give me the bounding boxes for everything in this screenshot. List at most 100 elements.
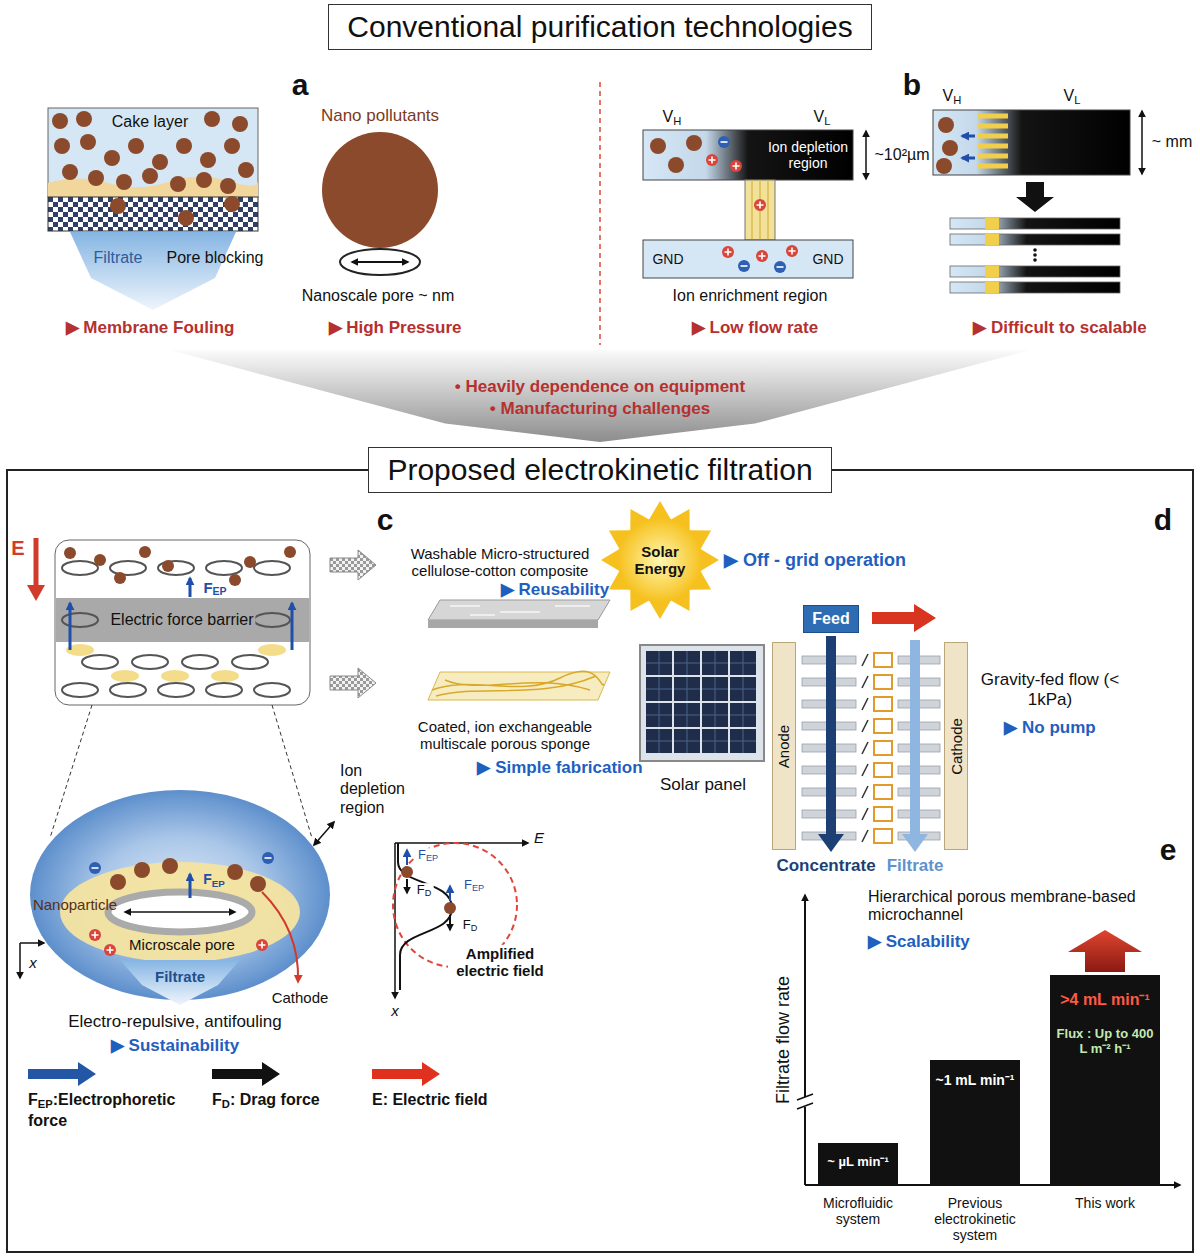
subscript-run: EP	[212, 878, 225, 889]
subscript-run: D	[471, 923, 478, 933]
subscript-run: L	[824, 115, 830, 127]
legend-item: FD: Drag force	[212, 1062, 337, 1111]
node-text: Anode	[776, 724, 793, 767]
text-label: FD	[415, 883, 434, 899]
benefit-note: ▶ Simple fabrication	[477, 758, 642, 778]
text-run: F	[28, 1091, 38, 1108]
node-text: Conventional purification technologies	[347, 10, 852, 44]
cathode-electrode: Cathode	[944, 642, 968, 850]
subscript-run: EP	[426, 853, 438, 863]
text-run: V	[1064, 87, 1075, 104]
legend-text: E: Electric field	[372, 1090, 512, 1109]
text-label: ~ mm	[1152, 133, 1192, 151]
text-label: VH	[663, 108, 682, 128]
text-label: Solar panel	[660, 775, 746, 795]
text-label: Filtrate flow rate	[773, 976, 794, 1104]
text-run: F	[417, 882, 425, 897]
text-label: Coated, ion exchangeable multiscale poro…	[405, 718, 605, 753]
text-run: :Electrophoretic force	[28, 1091, 175, 1129]
text-label: FEP	[416, 848, 440, 864]
text-label: Cathode	[272, 989, 329, 1006]
challenge-band: • Heavily dependence on equipment• Manuf…	[170, 350, 1030, 442]
text-label: Nano pollutants	[321, 106, 439, 126]
legend-arrow-swatch	[212, 1062, 282, 1086]
text-label: Electro-repulsive, antifouling	[68, 1012, 282, 1032]
text-label: Ion depletion region	[762, 139, 854, 171]
sun-rays	[601, 501, 719, 619]
text-label: Nanoparticle	[33, 896, 117, 913]
text-label: E	[11, 537, 24, 560]
text-label: GND	[652, 251, 683, 267]
text-label: Filtrate	[155, 968, 205, 985]
panel-letter: e	[1160, 833, 1177, 868]
text-label: FEP	[462, 878, 486, 894]
legend-item: E: Electric field	[372, 1062, 512, 1109]
text-label: VL	[1064, 87, 1081, 107]
benefit-note: ▶ Sustainability	[111, 1036, 239, 1056]
text-label: Hierarchical porous membrane-based micro…	[868, 888, 1168, 925]
text-run: V	[814, 108, 825, 125]
text-label: VL	[814, 108, 831, 128]
text-label: Gravity-fed flow (< 1kPa)	[975, 670, 1125, 709]
node-text: Solar Energy	[625, 543, 695, 577]
legend-arrow	[28, 1062, 96, 1086]
band-fill	[170, 350, 1030, 442]
text-label: FEP	[203, 579, 226, 598]
legend-text: FD: Drag force	[212, 1090, 337, 1111]
text-label: Filtrate	[887, 856, 944, 876]
text-label: ~1 mL min⁻¹	[935, 1072, 1014, 1088]
text-run: V	[663, 108, 674, 125]
subscript-run: D	[222, 1098, 230, 1110]
subscript-run: EP	[213, 585, 227, 597]
text-label: Washable Micro-structured cellulose-cott…	[403, 545, 598, 580]
text-run: F	[463, 917, 471, 932]
text-label: ~ µL min⁻¹	[827, 1155, 888, 1170]
text-label: Microfluidic system	[813, 1195, 903, 1227]
drawback-note: ▶ Membrane Fouling	[66, 318, 235, 338]
text-run: F	[212, 1091, 222, 1108]
text-label: ~10²µm	[874, 146, 929, 164]
text-label: VH	[943, 87, 962, 107]
subscript-run: L	[1074, 94, 1080, 106]
text-run: : Drag force	[230, 1091, 320, 1108]
text-label: Pore blocking	[167, 249, 264, 267]
text-run: V	[943, 87, 954, 104]
text-label: Amplified electric field	[448, 945, 552, 980]
text-label: Ion depletion region	[340, 762, 420, 817]
text-label: Previous electrokinetic system	[925, 1195, 1025, 1243]
text-run: F	[203, 579, 212, 596]
subscript-run: H	[953, 94, 961, 106]
text-label: >4 mL min⁻¹	[1060, 991, 1150, 1009]
node-text: • Manufacturing challenges	[170, 398, 1030, 420]
panel-letter: d	[1154, 503, 1172, 538]
text-label: x	[29, 954, 37, 971]
text-label: This work	[1075, 1195, 1135, 1211]
legend-arrow-swatch	[28, 1062, 98, 1086]
text-run: F	[418, 847, 426, 862]
node-text: Proposed electrokinetic filtration	[387, 453, 812, 487]
text-label: FD	[461, 918, 480, 934]
legend-arrow	[372, 1062, 440, 1086]
benefit-note: ▶ Scalability	[868, 932, 970, 952]
feed-box: Feed	[803, 605, 858, 633]
node-text: Cathode	[948, 718, 965, 775]
legend-arrow-swatch	[372, 1062, 442, 1086]
panel-letter: c	[377, 503, 394, 538]
drawback-note: ▶ Difficult to scalable	[973, 318, 1147, 338]
text-label: Nanoscale pore ~ nm	[302, 287, 455, 305]
text-label: Flux : Up to 400 L m⁻² h⁻¹	[1052, 1027, 1158, 1057]
legend-arrow	[212, 1062, 280, 1086]
legend-text: FEP:Electrophoretic force	[28, 1090, 188, 1130]
text-run: F	[203, 871, 212, 887]
drawback-note: ▶ High Pressure	[329, 318, 462, 338]
subscript-run: EP	[472, 883, 484, 893]
subscript-run: D	[425, 888, 432, 898]
section-title-box: Conventional purification technologies	[328, 4, 871, 50]
subscript-run: H	[673, 115, 681, 127]
benefit-note: ▶ Reusability	[501, 580, 609, 600]
text-label: Concentrate	[776, 856, 875, 876]
text-label: Cake layer	[112, 113, 188, 131]
sun-core	[618, 518, 702, 602]
